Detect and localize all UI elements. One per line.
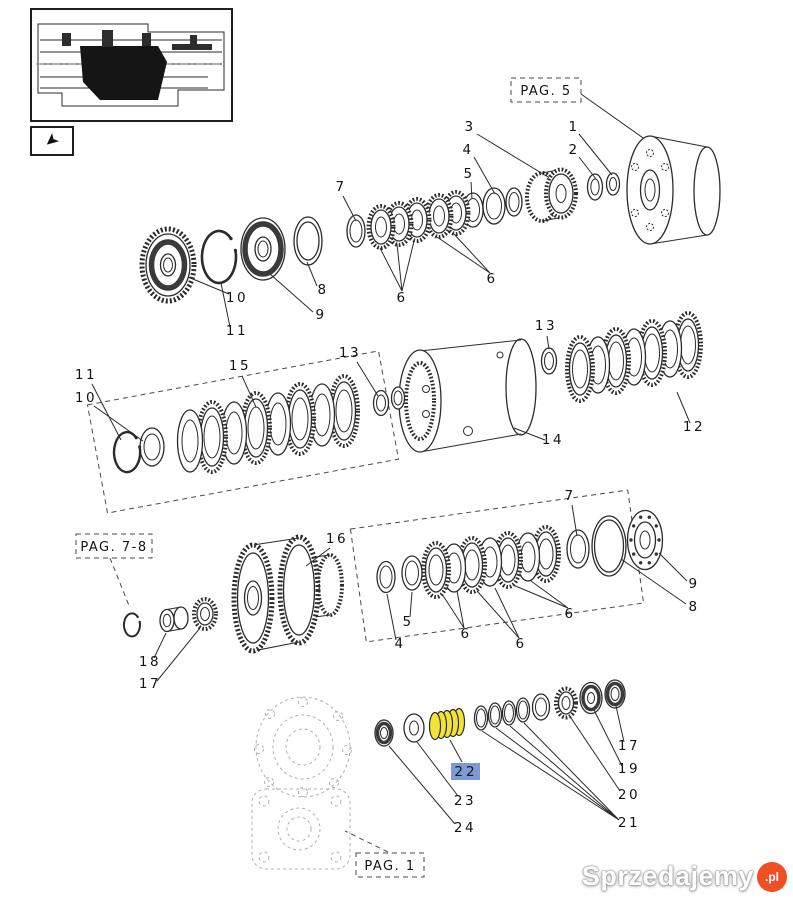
clutch-drum-small	[626, 135, 721, 245]
spacer-ring	[505, 187, 523, 217]
pag5-label: PAG. 5	[520, 84, 571, 99]
snap-ring-small	[122, 612, 141, 638]
part-label-6: 6	[486, 271, 497, 287]
rings-13-left	[372, 386, 406, 417]
bottom-assembly-callouts: 17 19 20 21 22 23 24	[388, 705, 640, 836]
part-label-9: 9	[315, 307, 326, 323]
middle-clutch-assembly: 12 13 14 13 15 10 11	[75, 311, 705, 514]
lower-clutch-assembly: PAG. 7-8 7 16 5 4 6 6 6 9 8 18 17	[75, 488, 699, 692]
part-label-3: 3	[464, 119, 475, 135]
part-label-21: 21	[618, 815, 640, 831]
pag1-reference: PAG. 1	[344, 830, 425, 878]
pointer-icon-box: ➤	[30, 126, 74, 156]
ring-8	[293, 216, 323, 266]
washer-10-middle	[139, 427, 165, 467]
part-label-8: 8	[317, 282, 328, 298]
part-label-23: 23	[454, 793, 476, 809]
part-label-7: 7	[564, 488, 575, 504]
part-label-14: 14	[542, 432, 564, 448]
toothed-ring-20	[554, 686, 578, 720]
part-label-13: 13	[339, 345, 361, 361]
ring-13-right	[540, 347, 558, 375]
retaining-ring-1	[605, 172, 621, 196]
watermark: Sprzedajemy .pl	[582, 861, 787, 892]
washer-23	[403, 713, 425, 743]
ring-7	[346, 214, 366, 248]
pag1-label: PAG. 1	[364, 859, 415, 874]
part-label-11: 11	[75, 367, 97, 383]
part-label-13: 13	[535, 318, 557, 334]
upper-assembly-callouts: 7 3 4 5 1 2 6 6 8 9 10 11	[187, 119, 613, 339]
spring-22-highlighted	[428, 707, 466, 741]
bushing-18	[159, 606, 189, 633]
small-gear-17	[192, 597, 218, 631]
snap-ring-11-middle	[112, 430, 142, 474]
part-label-9: 9	[688, 576, 699, 592]
pag78-reference: PAG. 7-8	[75, 533, 153, 609]
part-label-24: 24	[454, 820, 476, 836]
large-ring-8	[591, 515, 627, 577]
part-label-6: 6	[564, 606, 575, 622]
watermark-badge: .pl	[757, 861, 787, 892]
part-label-22-highlighted: 22	[454, 764, 477, 780]
part-label-10: 10	[75, 390, 97, 406]
part-label-2: 2	[568, 142, 579, 158]
highlight-22-background	[451, 763, 480, 780]
part-label-15: 15	[229, 358, 251, 374]
part-label-6: 6	[515, 636, 526, 652]
part-label-16: 16	[326, 531, 348, 547]
ring-4-lower	[376, 560, 396, 594]
bottom-assembly: 17 19 20 21 22 23 24 PAG. 1	[251, 679, 640, 878]
disc-17-bottom	[604, 679, 626, 709]
part-label-7: 7	[335, 179, 346, 195]
washer-2	[586, 173, 604, 201]
part-label-6: 6	[460, 626, 471, 642]
part-label-12: 12	[683, 419, 705, 435]
gear-3	[525, 167, 578, 223]
part-label-4: 4	[462, 142, 473, 158]
pag5-reference: PAG. 5	[510, 77, 647, 141]
ring-5-lower	[401, 555, 423, 591]
part-label-20: 20	[618, 787, 640, 803]
part-label-17: 17	[139, 676, 161, 692]
part-label-6: 6	[396, 290, 407, 306]
part-label-4: 4	[394, 636, 405, 652]
clutch-discs-6-lower	[421, 525, 561, 599]
snap-ring-11-top	[200, 229, 238, 285]
thin-rings-21	[473, 697, 531, 731]
middle-assembly-callouts: 12 13 14 13 15 10 11	[75, 318, 705, 448]
ring-7-lower	[566, 529, 590, 569]
synchro-disc-10	[139, 226, 197, 304]
clutch-drum-14	[398, 338, 537, 453]
lower-assembly-callouts: 7 16 5 4 6 6 6 9 8 18 17	[139, 488, 699, 692]
ring-4	[482, 187, 506, 225]
part-label-1: 1	[568, 119, 579, 135]
clutch-discs-6-upper	[366, 190, 471, 250]
clutch-pack-12	[565, 311, 703, 403]
part-label-8: 8	[688, 599, 699, 615]
part-label-5: 5	[402, 614, 413, 630]
pressure-plate-9	[240, 217, 286, 281]
part-label-17: 17	[618, 738, 640, 754]
washer-mid	[531, 693, 551, 721]
transmission-thumbnail	[30, 8, 233, 122]
housing-ghost	[251, 696, 352, 870]
bearing-19	[579, 681, 603, 715]
part-label-5: 5	[463, 166, 474, 182]
upper-clutch-assembly: 7 3 4 5 1 2 6 6 8 9 10 11	[139, 119, 721, 339]
part-label-19: 19	[618, 761, 640, 777]
part-label-10: 10	[226, 290, 248, 306]
part-label-11: 11	[226, 323, 248, 339]
gear-16	[231, 534, 344, 654]
clutch-pack-15	[176, 374, 360, 474]
watermark-brand: Sprzedajemy	[581, 861, 754, 891]
bearing-9	[626, 509, 664, 571]
pag78-label: PAG. 7-8	[80, 540, 147, 555]
part-label-18: 18	[139, 654, 161, 670]
ring-24	[374, 719, 394, 747]
